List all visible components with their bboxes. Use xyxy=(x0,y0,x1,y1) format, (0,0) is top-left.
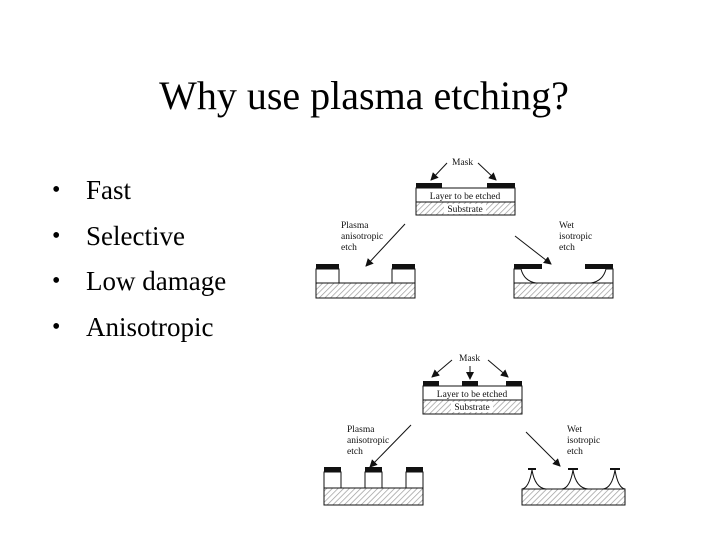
layer-label: Layer to be etched xyxy=(430,192,501,202)
etched-layer-undercut xyxy=(513,268,537,284)
etched-layer-pillar xyxy=(391,268,416,284)
mask-arrow xyxy=(431,359,453,378)
wet-label-line: isotropic xyxy=(559,232,592,242)
bullet-item: • Fast xyxy=(52,168,226,214)
etched-layer-pillar xyxy=(364,471,383,489)
plasma-label-line: anisotropic xyxy=(341,232,383,242)
mask-block xyxy=(462,381,478,386)
plasma-label-line: anisotropic xyxy=(347,436,389,446)
mask-block xyxy=(416,183,442,188)
mask-block xyxy=(514,264,542,269)
mask-block xyxy=(392,264,415,269)
mask-block xyxy=(324,467,341,472)
plasma-label-line: Plasma xyxy=(341,221,369,231)
bullet-text: Fast xyxy=(86,175,132,205)
process-arrow xyxy=(365,223,406,267)
mask-label: Mask xyxy=(452,158,473,168)
diagram-multiple-features: Mask Layer to be etched Substrate Plasma… xyxy=(323,354,626,506)
substrate-label: Substrate xyxy=(454,403,489,413)
substrate xyxy=(323,487,424,506)
bullet-text: Selective xyxy=(86,220,185,251)
mask-block xyxy=(423,381,439,386)
mask-block xyxy=(585,264,613,269)
mask-block xyxy=(406,467,423,472)
wet-label-line: isotropic xyxy=(567,436,600,446)
etched-layer-pillar xyxy=(323,471,342,489)
etched-layer-pillar xyxy=(405,471,424,489)
substrate-label-bg xyxy=(451,402,493,412)
etched-layer-undercut xyxy=(590,268,614,284)
mask-arrow xyxy=(430,162,448,181)
bullet-list: • Fast • Selective • Low damage • Anisotropi… xyxy=(52,168,226,350)
plasma-label-line: etch xyxy=(347,447,363,457)
mask-block xyxy=(316,264,339,269)
bullet-item: • Selective xyxy=(52,214,226,260)
substrate xyxy=(521,488,626,506)
substrate xyxy=(513,282,614,299)
wet-label-line: Wet xyxy=(559,221,574,231)
mask-block xyxy=(365,467,382,472)
plasma-label-line: etch xyxy=(341,243,357,253)
wet-label-line: etch xyxy=(559,243,575,253)
etched-layer-undercut xyxy=(521,469,626,490)
bullet-dot-icon: • xyxy=(52,177,61,203)
layer-label: Layer to be etched xyxy=(437,390,508,400)
bullet-text: Low damage xyxy=(86,266,227,296)
bullet-text: Anisotropic xyxy=(86,311,214,342)
mask-arrow xyxy=(487,359,509,378)
slide-title: Why use plasma etching? xyxy=(159,73,569,118)
bullet-dot-icon: • xyxy=(52,313,61,340)
substrate-label: Substrate xyxy=(447,205,482,215)
wet-label-line: etch xyxy=(567,447,583,457)
substrate xyxy=(315,282,416,299)
bullet-dot-icon: • xyxy=(52,268,61,294)
process-arrow xyxy=(514,235,552,265)
diagram-single-feature: Mask Layer to be etched Substrate Plasma… xyxy=(315,158,614,299)
mask-arrow xyxy=(477,162,497,181)
etched-layer-pillar xyxy=(315,268,340,284)
mask-label: Mask xyxy=(459,354,480,364)
bullet-item: • Low damage xyxy=(52,259,226,305)
process-arrow xyxy=(369,424,412,468)
substrate-label-bg xyxy=(444,204,486,214)
mask-block xyxy=(506,381,522,386)
process-arrow xyxy=(525,431,561,467)
mask-block xyxy=(487,183,515,188)
wet-label-line: Wet xyxy=(567,425,582,435)
bullet-item: • Anisotropic xyxy=(52,305,226,351)
plasma-label-line: Plasma xyxy=(347,425,375,435)
bullet-dot-icon: • xyxy=(52,222,61,249)
